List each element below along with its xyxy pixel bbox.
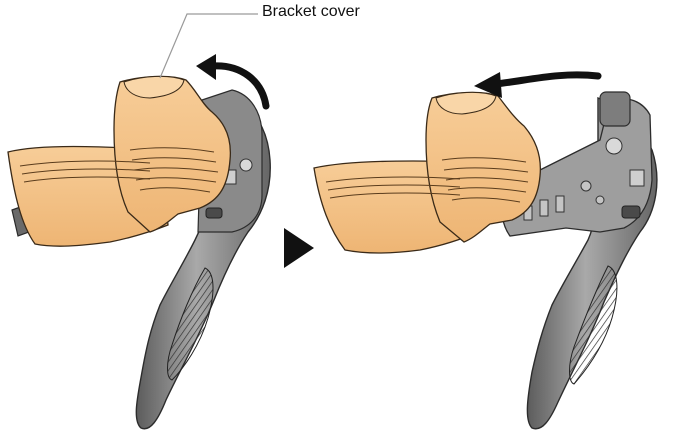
right-housing-cap — [600, 92, 630, 126]
left-lever — [8, 76, 270, 428]
left-housing-switch — [206, 208, 222, 218]
right-housing-plate — [630, 170, 644, 186]
right-housing-switch — [622, 206, 640, 218]
right-lever — [314, 92, 657, 429]
bracket-cover-label: Bracket cover — [262, 3, 360, 21]
right-housing-dial — [606, 138, 622, 154]
left-housing-button — [240, 159, 252, 171]
play-triangle-icon — [284, 228, 314, 268]
